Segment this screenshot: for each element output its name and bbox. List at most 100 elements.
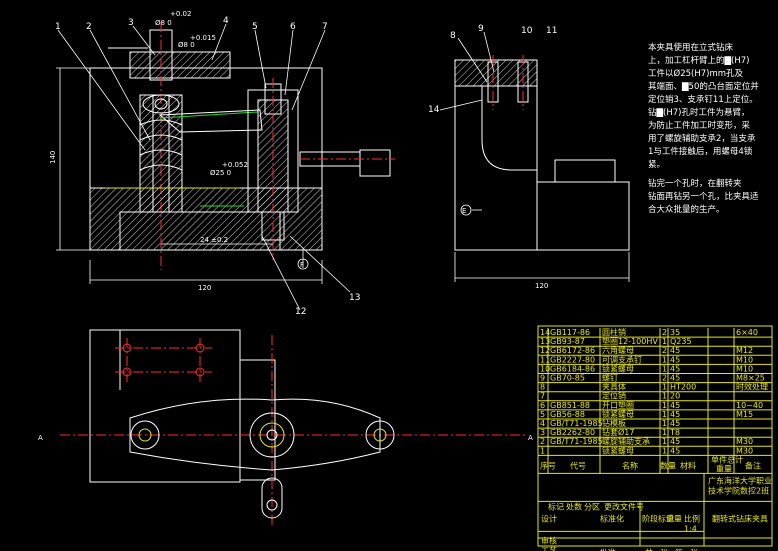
- bom-cell-note: M30: [736, 446, 753, 455]
- bom-cell-material: Q235: [670, 337, 692, 346]
- bom-cell-no: 9: [540, 374, 545, 383]
- dim-phi-side: Ø25 0: [210, 169, 231, 177]
- note-line: 1与工件接触后，用螺母4锁: [648, 146, 753, 157]
- bom-cell-material: 45: [670, 364, 680, 373]
- bom-cell-material: 45: [670, 346, 680, 355]
- dim-offset: 24 ±0.2: [200, 236, 228, 244]
- tb-label: 处数: [566, 501, 582, 511]
- note-line: 本夹具使用在立式钻床: [648, 42, 734, 53]
- bom-cell-name: 螺旋辅助支承: [602, 436, 650, 446]
- callout-11: 11: [546, 26, 557, 36]
- drill-plate: [129, 51, 231, 79]
- tb-label: 标记: [548, 501, 564, 511]
- note-line: 钻完一个孔时，在翻转夹: [648, 178, 742, 189]
- note-line: 其端面、▇50的凸台面定位并: [648, 81, 759, 92]
- bom-cell-name: 夹具体: [602, 382, 626, 392]
- bom-cell-code: GB6172-86: [550, 346, 595, 355]
- tb-label: 批准: [600, 547, 616, 551]
- tb-label: 张: [660, 548, 668, 551]
- bom-cell-material: 45: [670, 401, 680, 410]
- bom-cell-qty: 2: [662, 374, 667, 383]
- callout-1: 1: [55, 22, 61, 32]
- bom-cell-material: 45: [670, 355, 680, 364]
- bom-cell-name: 六角螺母: [602, 345, 634, 355]
- bom-header-note: 备注: [745, 460, 761, 470]
- bom-cell-note: M15: [736, 410, 753, 419]
- tb-label: 重量: [666, 513, 682, 523]
- bom-cell-name: 定位销: [602, 391, 626, 401]
- side-view: [439, 31, 630, 282]
- bom-header-name: 名称: [622, 460, 638, 470]
- datum-f-circle: [297, 258, 309, 270]
- bom-header-no: 序号: [540, 460, 556, 470]
- tb-label: 设计: [541, 513, 557, 523]
- bom-cell-code: GB851-88: [550, 401, 590, 410]
- note-line: 用了螺旋辅助支承2，当支承: [648, 133, 756, 144]
- bom-cell-name: 开口垫圈: [602, 400, 634, 410]
- callout-4: 4: [223, 16, 229, 26]
- bom-cell-code: GB70-85: [550, 374, 585, 383]
- drawing-scale: 1:4: [684, 524, 697, 533]
- bom-cell-code: GB93-87: [550, 337, 585, 346]
- note-line: 定位销3、支承钉11上定位。: [648, 94, 758, 105]
- bom-table: [537, 325, 773, 547]
- svg-text:A: A: [38, 434, 43, 442]
- bom-cell-qty: 2: [662, 346, 667, 355]
- bom-cell-name: 钻模板: [602, 418, 626, 428]
- bom-cell-material: 45: [670, 437, 680, 446]
- bom-cell-code: GB2262-80: [550, 428, 595, 437]
- dim-width-right: 120: [535, 282, 548, 290]
- front-view: [56, 22, 395, 311]
- bom-cell-no: 14: [540, 328, 550, 337]
- dim-tol-side: +0.052: [222, 161, 248, 169]
- bom-cell-code: GB/T71-1985: [550, 419, 603, 428]
- bom-cell-material: 45: [670, 446, 680, 455]
- bom-cell-qty: 1: [662, 401, 667, 410]
- bom-cell-name: 可调支承钉: [602, 354, 642, 364]
- dim-width-left: 120: [198, 284, 211, 292]
- bom-cell-qty: 1: [662, 355, 667, 364]
- bom-cell-code: GB56-88: [550, 410, 585, 419]
- note-line: 紧。: [648, 160, 665, 170]
- bom-cell-no: 8: [540, 383, 545, 392]
- bom-cell-qty: 1: [662, 446, 667, 455]
- dim-tol-top: +0.02: [170, 10, 191, 18]
- dim-phi-mid: Ø8 0: [178, 41, 195, 49]
- bom-header-weight: 重量: [716, 463, 732, 473]
- technical-notes: 本夹具使用在立式钻床 上，加工杠杆臂上的▇(H7) 工件以Ø25(H7)mm孔及…: [648, 42, 759, 215]
- callout-5: 5: [252, 22, 258, 32]
- bom-cell-qty: 1: [662, 383, 667, 392]
- bom-cell-note: M8×25: [736, 374, 765, 383]
- dim-height: 140: [49, 151, 57, 164]
- bom-cell-no: 13: [540, 337, 550, 346]
- bom-cell-no: 3: [540, 428, 545, 437]
- bom-cell-no: 10: [540, 364, 550, 373]
- callout-10: 10: [521, 26, 533, 36]
- dim-tol-mid: +0.015: [190, 34, 216, 42]
- bom-cell-qty: 1: [662, 392, 667, 401]
- tb-label: 第: [675, 547, 683, 551]
- bom-cell-note: M10: [736, 364, 753, 373]
- callout-13: 13: [349, 293, 360, 303]
- bom-cell-qty: 1: [662, 419, 667, 428]
- bom-cell-no: 7: [540, 392, 545, 401]
- note-line: 为防止工件加工时变形，采: [648, 120, 751, 131]
- bom-cell-note: 时效处理: [736, 382, 768, 392]
- bom-header-qty: 数量: [660, 460, 676, 470]
- bom-cell-material: 45: [670, 374, 680, 383]
- svg-text:A: A: [528, 434, 533, 442]
- bom-cell-no: 6: [540, 401, 545, 410]
- bom-cell-name: 锁紧螺母: [602, 445, 634, 455]
- bom-cell-qty: 1: [662, 437, 667, 446]
- note-line: 工件以Ø25(H7)mm孔及: [648, 68, 743, 79]
- tb-label: 比例: [684, 513, 700, 523]
- bom-cell-material: 45: [670, 410, 680, 419]
- bom-header-material: 材料: [680, 460, 696, 470]
- tb-label: 工艺: [541, 546, 557, 551]
- bom-cell-no: 1: [540, 446, 545, 455]
- callout-7: 7: [322, 22, 328, 32]
- bom-cell-name: 锁紧螺母: [602, 363, 634, 373]
- bom-cell-name: 锁紧螺母: [602, 409, 634, 419]
- bom-header-unit-total: 单件总计: [711, 454, 743, 464]
